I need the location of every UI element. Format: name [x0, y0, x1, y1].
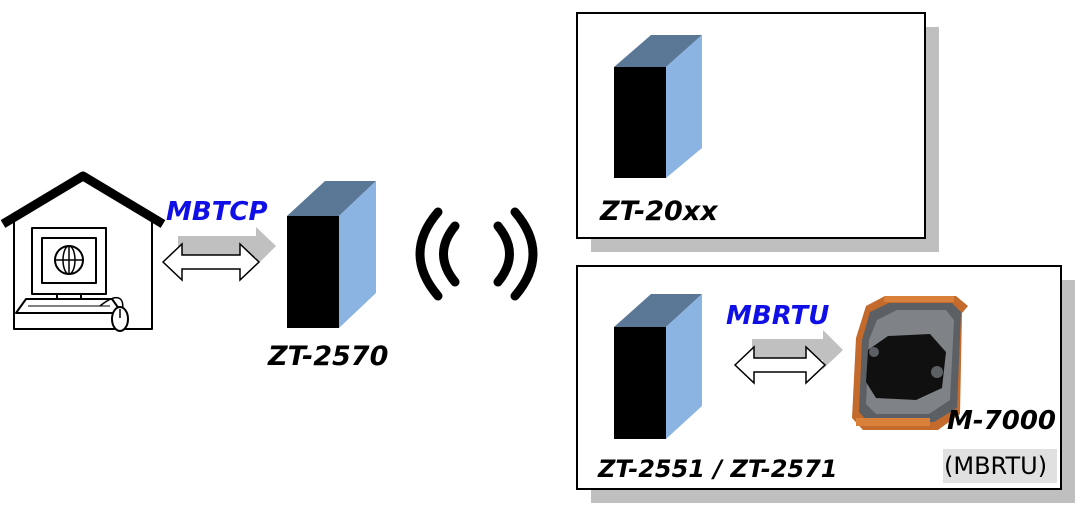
io-module-icon	[852, 296, 968, 430]
pc-in-house-icon	[0, 171, 166, 332]
zt20xx-device	[614, 35, 702, 178]
mbrtu-link-arrow	[733, 330, 843, 385]
m7000-protocol-label: (MBRTU)	[944, 452, 1048, 480]
zt2551-device	[614, 294, 702, 439]
protocol-highlight	[943, 449, 1057, 483]
mbtcp-link-arrow	[161, 227, 276, 282]
zt2551-label: ZT-2551 / ZT-2571	[598, 455, 838, 483]
mbtcp-label: MBTCP	[166, 197, 268, 227]
zt2570-label: ZT-2570	[268, 341, 389, 372]
mbrtu-label: MBRTU	[726, 301, 830, 331]
zt20xx-label: ZT-20xx	[600, 196, 718, 227]
wireless-signal-icon	[415, 207, 538, 301]
zt2570-device	[287, 181, 376, 328]
m7000-label: M-7000	[947, 406, 1057, 436]
